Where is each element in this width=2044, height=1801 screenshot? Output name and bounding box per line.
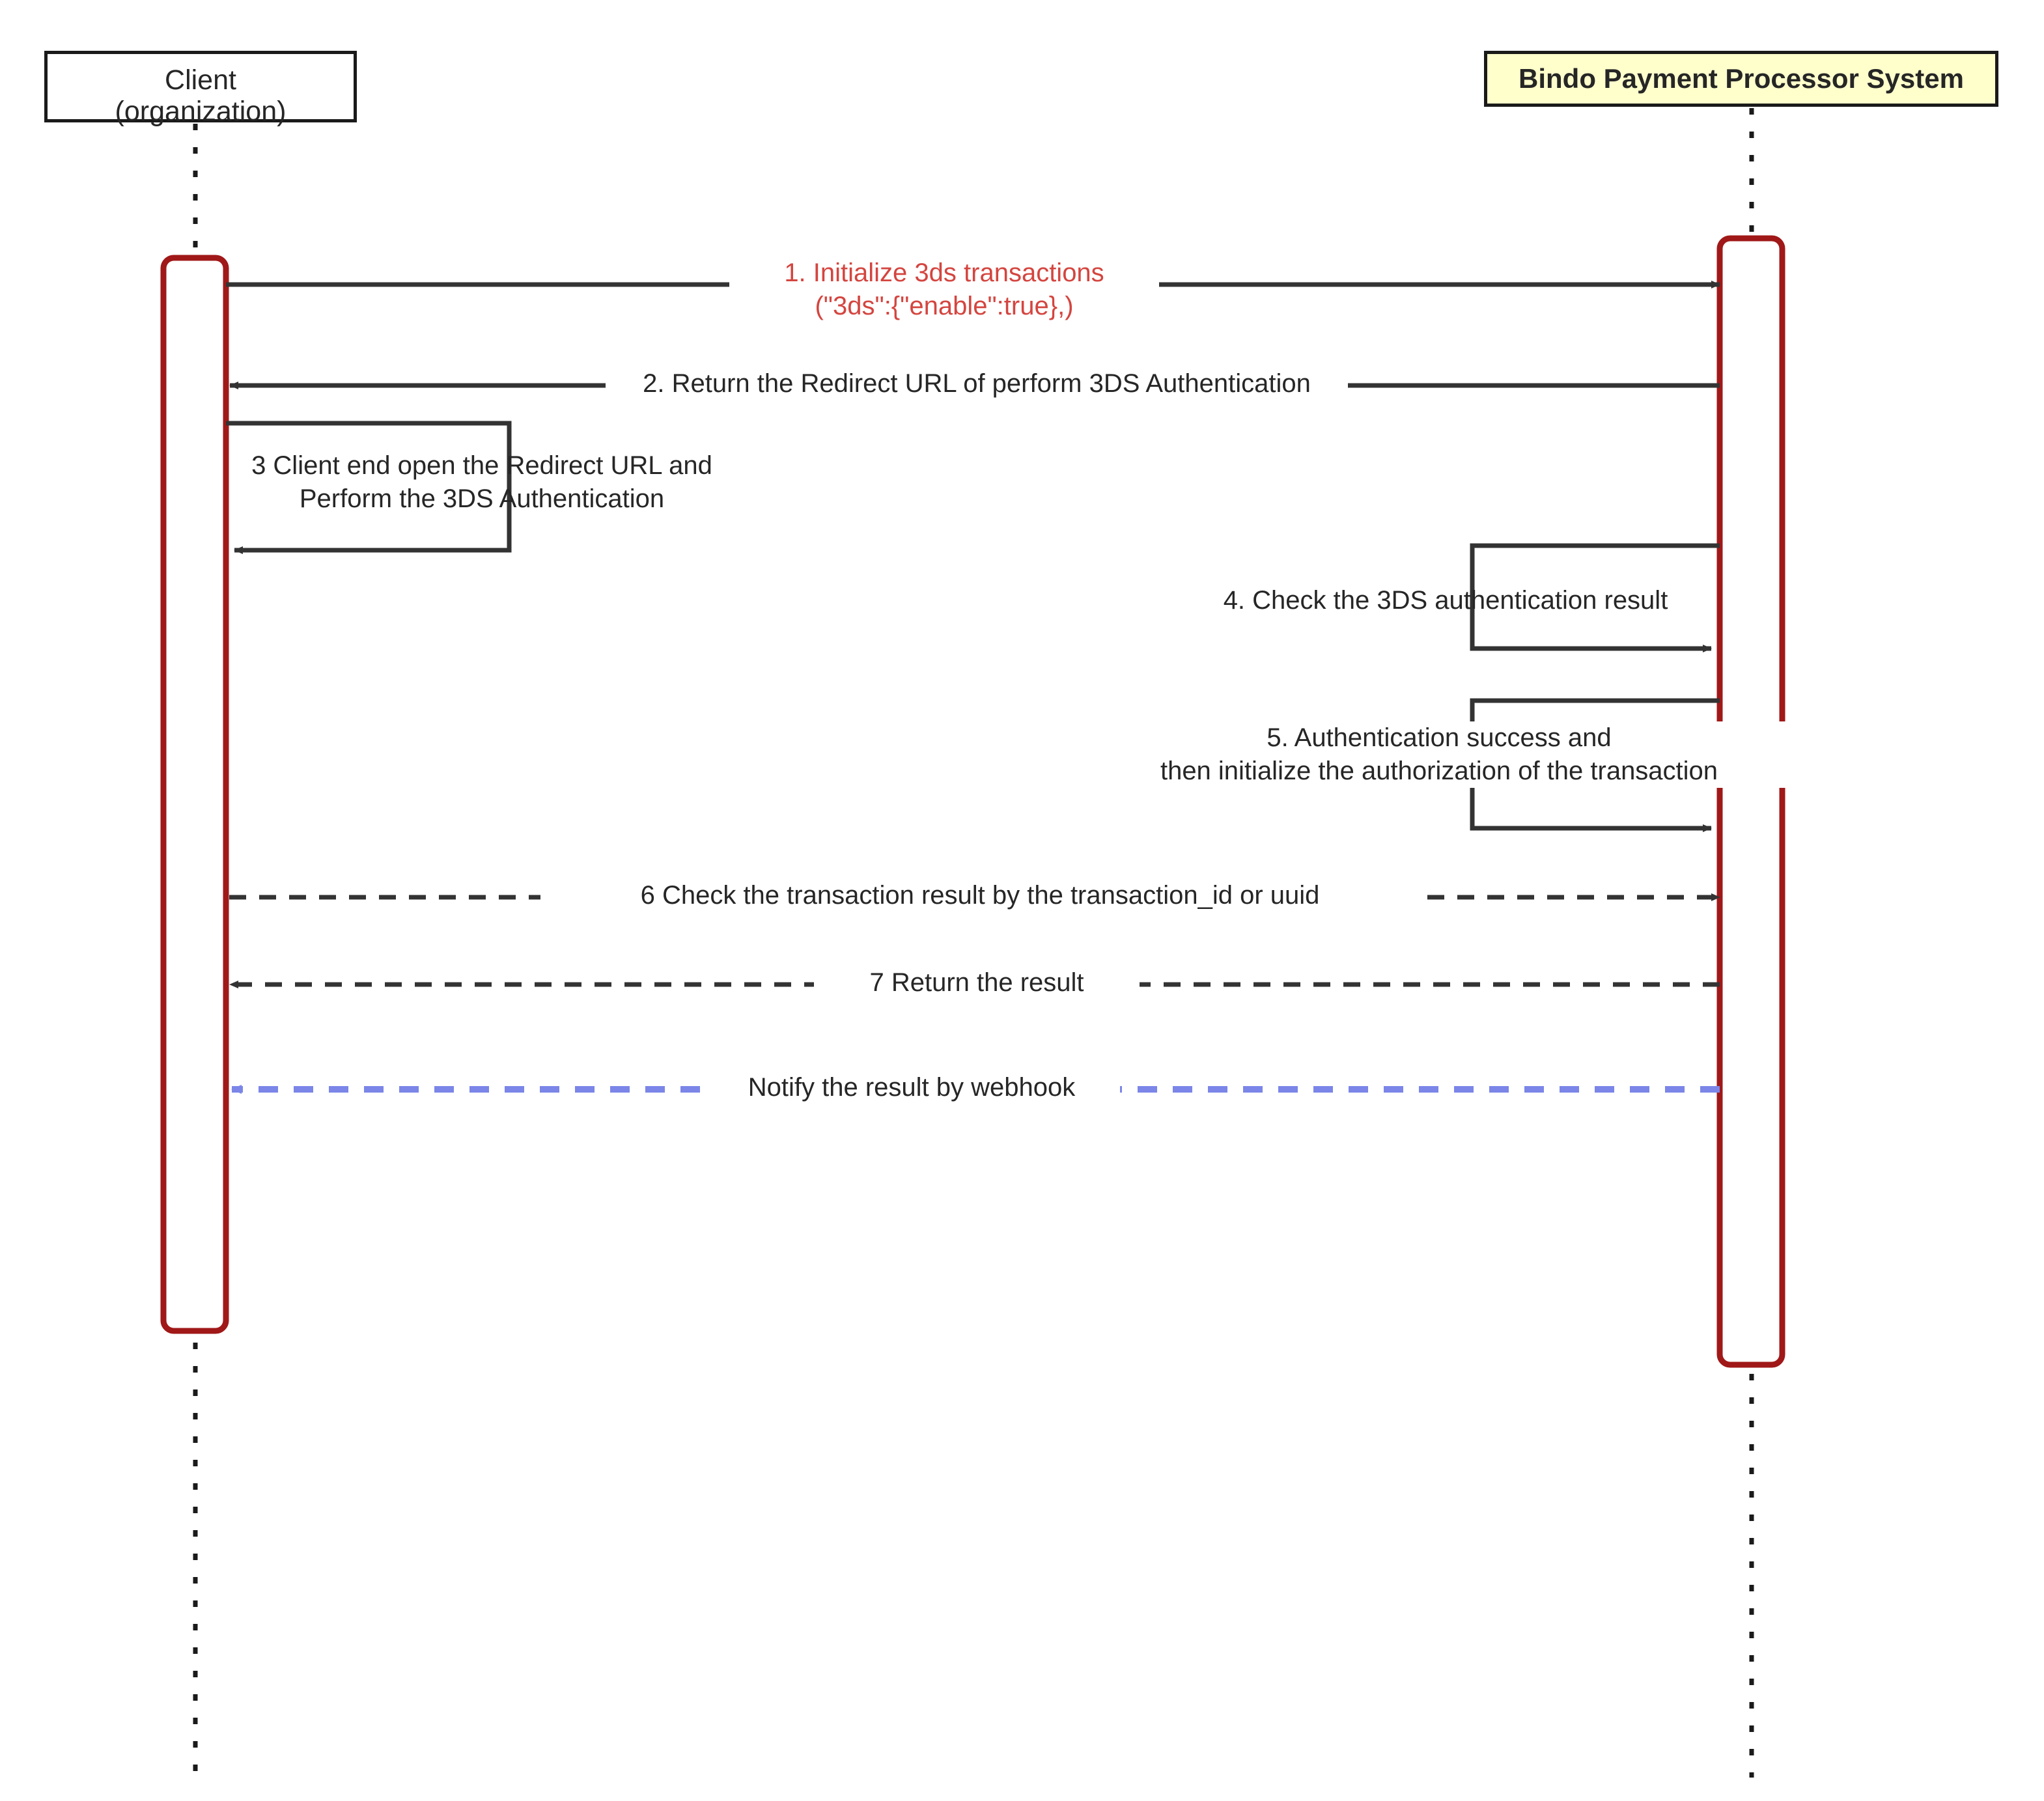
participant-bindo-label: Bindo Payment Processor System <box>1519 63 1964 94</box>
message-label-6: 6 Check the transaction result by the tr… <box>540 879 1420 913</box>
message-label-5: 5. Authentication success and then initi… <box>1081 721 1797 789</box>
participant-client[interactable]: Client (organization) <box>44 51 357 127</box>
message-arrow-3 <box>226 421 512 554</box>
activation-bar-client <box>160 255 229 1334</box>
message-label-2: 2. Return the Redirect URL of perform 3D… <box>606 367 1348 401</box>
message-arrow-4 <box>1470 543 1720 652</box>
participant-bindo[interactable]: Bindo Payment Processor System <box>1484 51 1998 107</box>
message-label-8-webhook: Notify the result by webhook <box>703 1071 1120 1105</box>
message-label-7: 7 Return the result <box>814 966 1140 1000</box>
activation-bar-bindo <box>1716 235 1785 1368</box>
message-label-1: 1. Initialize 3ds transactions ("3ds":{"… <box>729 257 1159 324</box>
participant-client-label: Client (organization) <box>115 64 287 127</box>
message-label-3: 3 Client end open the Redirect URL and P… <box>251 451 712 514</box>
message-label-4: 4. Check the 3DS authentication result <box>1223 586 1668 615</box>
